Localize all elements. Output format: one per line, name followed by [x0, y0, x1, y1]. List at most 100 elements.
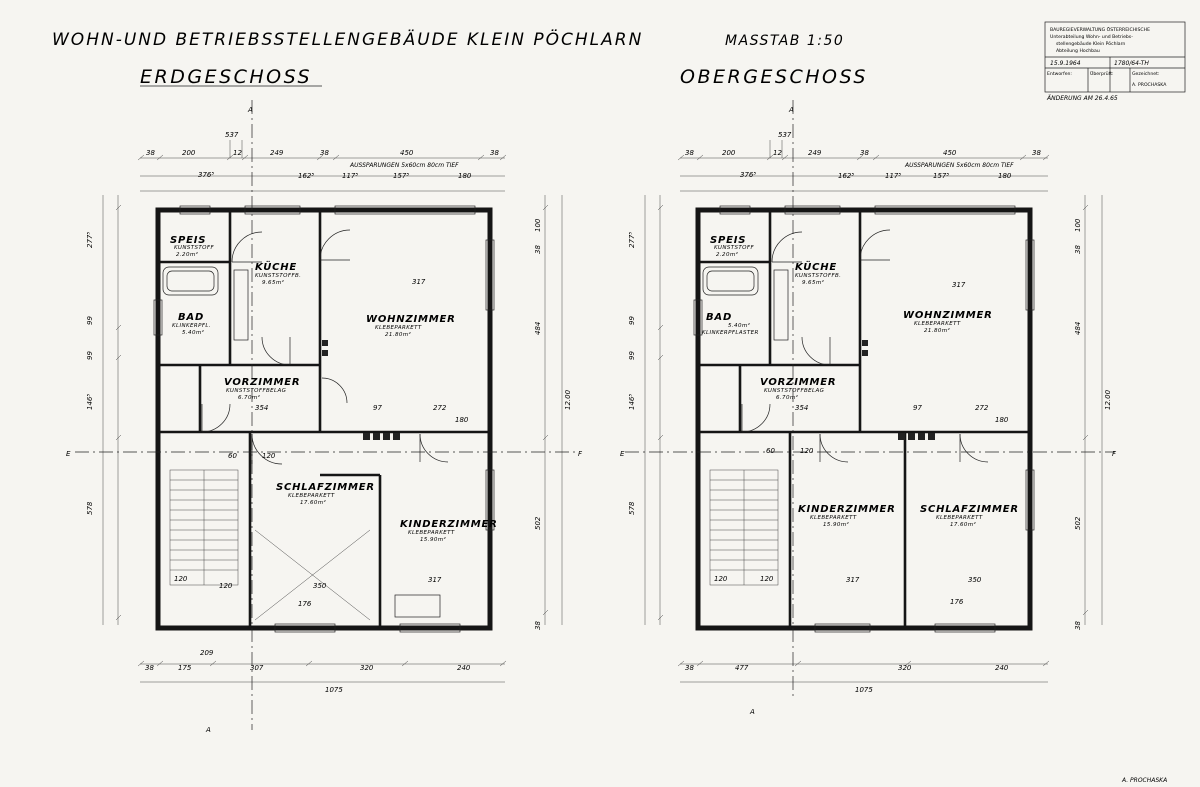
upper-bad-area: 5.40m²	[728, 322, 751, 329]
upper-in-272: 272	[975, 404, 989, 412]
ground-dim-bot-175: 175	[178, 664, 192, 672]
upper-inner-walls	[698, 210, 1030, 628]
ground-section-e: E	[66, 450, 71, 458]
ground-dimension-lines	[102, 140, 563, 683]
ground-dim-left-277: 277⁵	[86, 232, 94, 248]
upper-dim-right-38a: 38	[1074, 245, 1082, 254]
upper-room-kinderzimmer: KINDERZIMMER	[798, 504, 896, 515]
upper-dim-right-100: 100	[1074, 218, 1082, 232]
ground-dim-left-99b: 99	[86, 351, 94, 360]
ground-in-350: 350	[313, 582, 327, 590]
upper-kinderzimmer-area: 15.90m²	[823, 521, 850, 528]
stamp-label-drawn: Entworfen:	[1047, 71, 1072, 77]
upper-dim-right-1200: 12.00	[1104, 389, 1112, 410]
ground-dimension-ticks	[115, 154, 549, 667]
ground-room-wohnzimmer: WOHNZIMMER	[366, 314, 456, 325]
upper-room-bad: BAD	[706, 312, 732, 323]
upper-in-354: 354	[795, 404, 808, 412]
title-stamp: BAUREGIEVERWALTUNG ÖSTERREICHISCHE Unter…	[1044, 21, 1186, 93]
ground-in-97: 97	[373, 404, 382, 412]
upper-in-180: 180	[995, 416, 1009, 424]
ground-dim-left-99a: 99	[86, 316, 94, 325]
ground-dim-bot-240: 240	[457, 664, 471, 672]
ground-chimneys	[322, 340, 400, 440]
upper-dim-top-450: 450	[943, 149, 957, 157]
upper-dim-sub-157: 157⁵	[933, 172, 949, 180]
upper-in-120c: 120	[800, 447, 814, 455]
upper-bathtub	[702, 266, 759, 296]
ground-section-a-bottom: A	[205, 726, 211, 734]
upper-floor-plan: 537 38 200 12 249 38 450 38 AUSSPARUNGEN…	[620, 100, 1117, 716]
stamp-date: 15.9.1964	[1050, 60, 1081, 67]
ground-in-317: 317	[412, 278, 426, 286]
upper-dim-top-38b: 38	[860, 149, 869, 157]
ground-dim-left-578: 578	[86, 501, 94, 515]
ground-schlafzimmer-floor: KLEBEPARKETT	[288, 493, 335, 499]
ground-dim-right-1200: 12.00	[564, 389, 572, 410]
ground-furniture	[394, 594, 441, 618]
ground-kitchen-counter	[233, 269, 249, 341]
upper-room-vorzimmer: VORZIMMER	[760, 377, 836, 388]
upper-room-speis: SPEIS	[710, 235, 746, 246]
footer-signature: A. PROCHASKA	[1121, 777, 1167, 784]
drawing-title: WOHN-UND BETRIEBSSTELLENGEBÄUDE KLEIN PÖ…	[52, 28, 643, 50]
ground-dim-bot-38: 38	[145, 664, 154, 672]
ground-bathtub	[162, 266, 219, 296]
upper-section-a-bottom: A	[749, 708, 755, 716]
ground-windows	[153, 205, 495, 633]
ground-in-354: 354	[255, 404, 268, 412]
amendment-note: ÄNDERUNG AM 26.4.65	[1046, 95, 1118, 102]
upper-wohnzimmer-area: 21.80m²	[924, 327, 951, 334]
upper-outer-wall	[695, 207, 1033, 631]
ground-in-120a: 120	[174, 575, 188, 583]
ground-room-vorzimmer: VORZIMMER	[224, 377, 300, 388]
ground-outer-wall	[155, 207, 493, 631]
upper-dim-top-38c: 38	[1032, 149, 1041, 157]
upper-dim-bot-477: 477	[735, 664, 749, 672]
upper-dim-left-99b: 99	[628, 351, 636, 360]
upper-dim-bot-1075: 1075	[855, 686, 873, 694]
upper-kuche-floor: KUNSTSTOFFB.	[795, 273, 841, 279]
upper-in-317b: 317	[846, 576, 860, 584]
stamp-label-drawn-by: Gezeichnet:	[1132, 71, 1160, 77]
ground-dim-bot-209: 209	[200, 649, 214, 657]
upper-kitchen-counter	[773, 269, 789, 341]
ground-dim-bot-1075: 1075	[325, 686, 343, 694]
upper-dim-bot-320: 320	[898, 664, 912, 672]
upper-in-317: 317	[952, 281, 966, 289]
ground-in-317b: 317	[428, 576, 442, 584]
ground-dim-top-249: 249	[270, 149, 284, 157]
upper-windows	[693, 205, 1035, 633]
ground-kinderzimmer-area: 15.90m²	[420, 536, 447, 543]
upper-section-a-top: A	[788, 106, 794, 114]
upper-in-120a: 120	[714, 575, 728, 583]
upper-dim-top-38a: 38	[685, 149, 694, 157]
upper-room-schlafzimmer: SCHLAFZIMMER	[920, 504, 1019, 515]
ground-in-60: 60	[228, 452, 237, 460]
ground-wohnzimmer-area: 21.80m²	[385, 331, 412, 338]
ground-section-a-top: A	[247, 106, 253, 114]
ground-kuche-floor: KUNSTSTOFFB.	[255, 273, 301, 279]
upper-bad-floor: KLINKERPFLASTER	[702, 330, 759, 336]
upper-room-wohnzimmer: WOHNZIMMER	[903, 310, 993, 321]
ground-in-176: 176	[298, 600, 312, 608]
upper-speis-floor: KUNSTSTOFF	[714, 245, 754, 251]
ground-dim-sub-157: 157⁵	[393, 172, 409, 180]
upper-dim-recess-note: AUSSPARUNGEN 5x60cm 80cm TIEF	[904, 162, 1014, 169]
ground-floor-plan: 537 38 200 12 249 38 450 38 AUSSPARUNGEN…	[66, 100, 583, 734]
ground-kinderzimmer-floor: KLEBEPARKETT	[408, 530, 455, 536]
ground-bad-area: 5.40m²	[182, 329, 205, 336]
upper-dim-right-484: 484	[1074, 322, 1082, 335]
ground-room-kinderzimmer: KINDERZIMMER	[400, 519, 498, 530]
stamp-line-4: Abteilung Hochbau	[1056, 48, 1100, 54]
stamp-line-1: BAUREGIEVERWALTUNG ÖSTERREICHISCHE	[1050, 26, 1150, 33]
upper-kuche-area: 9.65m²	[802, 279, 825, 286]
upper-section-e: E	[620, 450, 625, 458]
upper-dim-left-277: 277⁵	[628, 232, 636, 248]
ground-dim-top-38c: 38	[490, 149, 499, 157]
ground-dim-bot-320: 320	[360, 664, 374, 672]
upper-schlafzimmer-area: 17.60m²	[950, 521, 977, 528]
ground-in-120b: 120	[219, 582, 233, 590]
upper-dim-bot-38: 38	[685, 664, 694, 672]
